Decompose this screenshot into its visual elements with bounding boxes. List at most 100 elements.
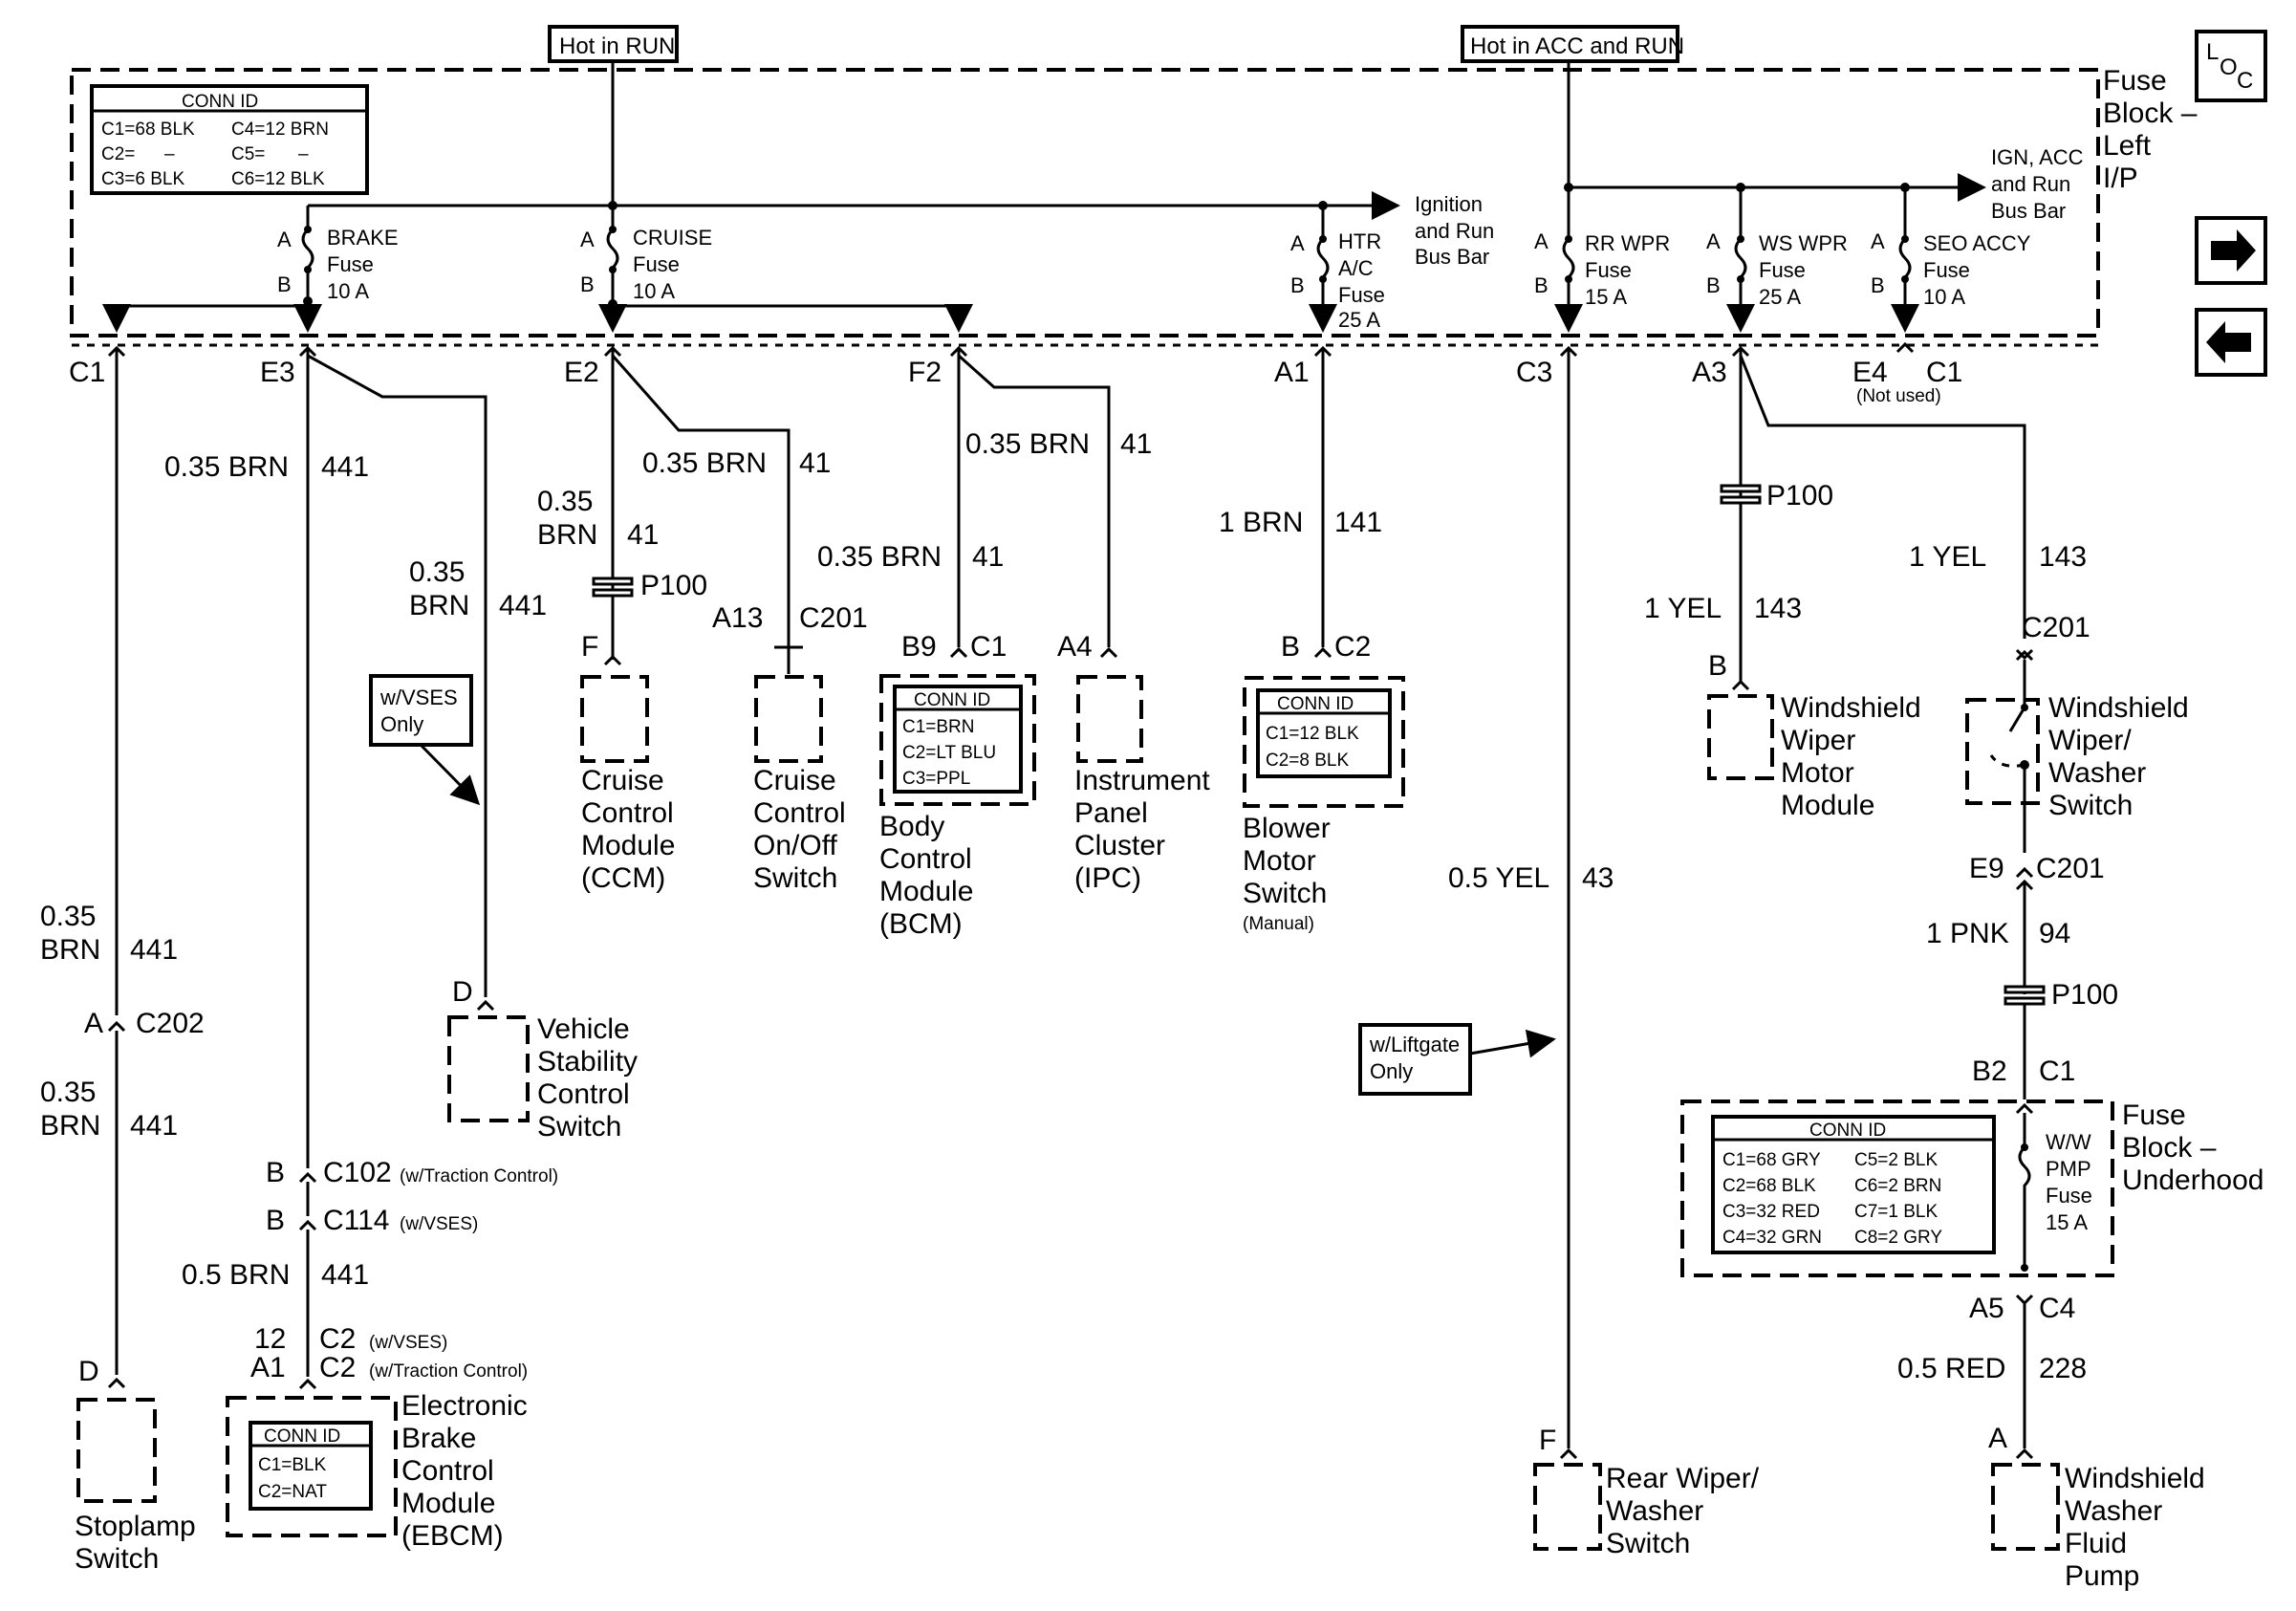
ws-pin-b: B [1706,273,1721,297]
ws-fuse-l2: Fuse [1759,258,1806,282]
wire-ipc [958,354,1111,647]
fuse-block-title-4: I/P [2103,163,2138,194]
htr-pin-a: A [1290,231,1305,255]
ebcm-conn-c1: C1=BLK [258,1455,327,1475]
pump-pin: A [1988,1423,2007,1454]
c114-note: (w/VSES) [400,1214,478,1234]
loc-c: C [2237,68,2253,94]
ipc-wire-size: 0.35 BRN [965,428,1090,460]
body-control-module [879,674,1036,806]
ccm-wire-size: 0.35 [537,486,593,517]
wiper-sw-label-4: Switch [2048,790,2133,821]
bcm-conn-id [893,685,1023,794]
ccm-wire-num: 41 [627,519,659,551]
seo-fuse-name: SEO ACCY [1923,231,2031,255]
ww-fuse-l2: PMP [2046,1157,2091,1181]
blower-pin: B [1281,631,1300,663]
next-page-button[interactable] [2195,216,2267,285]
loc-o: O [2220,54,2238,80]
hot-in-run-label: Hot in RUN [559,33,675,59]
onoff-label-2: Control [753,797,846,829]
ws-fuse-l3: 25 A [1759,285,1801,309]
blower-label-3: Switch [1243,878,1327,909]
bcm-conn-c1: C1=BRN [902,717,975,737]
rr-pin-a: A [1534,229,1549,253]
onoff-c201: C201 [799,602,868,634]
ebcm-pin-a1: A1 [250,1352,286,1383]
c114-pin: B [266,1205,285,1236]
vsc-wire-size: 0.35 [409,556,465,588]
ebcm [226,1396,398,1537]
ipc-label-2: Panel [1074,797,1148,829]
liftgate-note-2: Only [1370,1059,1413,1083]
bcm-wire-size: 0.35 BRN [817,541,942,573]
fuse-block-left-ip [70,68,2100,337]
ebcm-label-4: Module [401,1488,495,1519]
conn-c6: C6=12 BLK [231,169,325,189]
ww-pmp-fuse [2018,1113,2031,1268]
wiper-mod-label-2: Wiper [1781,725,1855,756]
windshield-washer-fluid-pump [1991,1463,2060,1551]
pnk-wire-num: 94 [2039,918,2070,949]
ipc-pin: A4 [1057,631,1093,663]
c102-pin: B [266,1157,285,1188]
rear-pin: F [1539,1425,1556,1456]
rr-fuse-l3: 15 A [1585,285,1627,309]
acc-bus-label-3: Bus Bar [1991,199,2066,223]
cruise-fuse-name: CRUISE [633,226,712,250]
ebcm-pin-12: 12 [254,1323,286,1355]
cruise-control-onoff-switch [754,675,823,763]
liftgate-note-box [1358,1023,1472,1096]
brake-fuse-name: BRAKE [327,226,399,250]
brake-pin-a: A [277,228,292,251]
vsc-pin: D [452,976,473,1008]
hot-in-acc-label: Hot in ACC and RUN [1470,33,1684,59]
ccm-pin: F [581,631,598,663]
bcm-label-3: Module [879,876,973,907]
acc-bus-label-2: and Run [1991,172,2070,196]
underhood-conn-title: CONN ID [1809,1121,1886,1141]
ccm-label-4: (CCM) [581,862,665,894]
brake-pin-b: B [277,272,292,296]
e9-pin: E9 [1969,853,2004,884]
c1-wire-num: 441 [130,934,178,966]
rear-label-1: Rear Wiper/ [1606,1463,1760,1494]
vsc-wire-color: BRN [409,590,469,621]
htr-fuse-l2: A/C [1338,256,1374,280]
ebcm-c2-vses: C2 [319,1323,356,1355]
term-a1: A1 [1274,357,1310,388]
conn-c1: C1=68 BLK [101,120,195,140]
vsc-label-3: Control [537,1078,630,1110]
a5-c4: C4 [2039,1293,2075,1324]
prev-page-button[interactable] [2195,308,2267,377]
instrument-panel-cluster [1076,675,1143,763]
uh-c2: C2=68 BLK [1722,1176,1816,1196]
seo-pin-a: A [1871,229,1885,253]
blower-label-1: Blower [1243,813,1331,844]
ebcm-conn-title: CONN ID [264,1426,340,1447]
rr-wpr-fuse [1554,187,1583,333]
c1-wire2-color: BRN [40,1110,100,1142]
rr-fuse-name: RR WPR [1585,231,1670,255]
wire-onoff [611,355,791,647]
wiper-mod-wire-num: 143 [1754,593,1802,624]
ws-wpr-fuse [1726,187,1755,333]
ipc-wire-num: 41 [1120,428,1152,460]
pump-label-4: Pump [2065,1560,2139,1592]
loc-l: L [2206,39,2219,65]
bcm-wire-num: 41 [972,541,1004,573]
pnk-p100: P100 [2051,979,2118,1011]
onoff-pin: A13 [712,602,763,634]
wire-wiper-switch [1739,355,2026,639]
vsc-label-4: Switch [537,1111,621,1143]
vses-note-1: w/VSES [379,686,458,709]
ccm-wire-color: BRN [537,519,597,551]
blower-c2: C2 [1334,631,1371,663]
term-not-used: (Not used) [1856,386,1941,406]
seo-accy-fuse [1891,187,1919,333]
htr-fuse-l3: Fuse [1338,283,1385,307]
seo-fuse-l3: 10 A [1923,285,1965,309]
bcm-label-2: Control [879,843,972,875]
uh-c6: C6=2 BRN [1854,1176,1941,1196]
